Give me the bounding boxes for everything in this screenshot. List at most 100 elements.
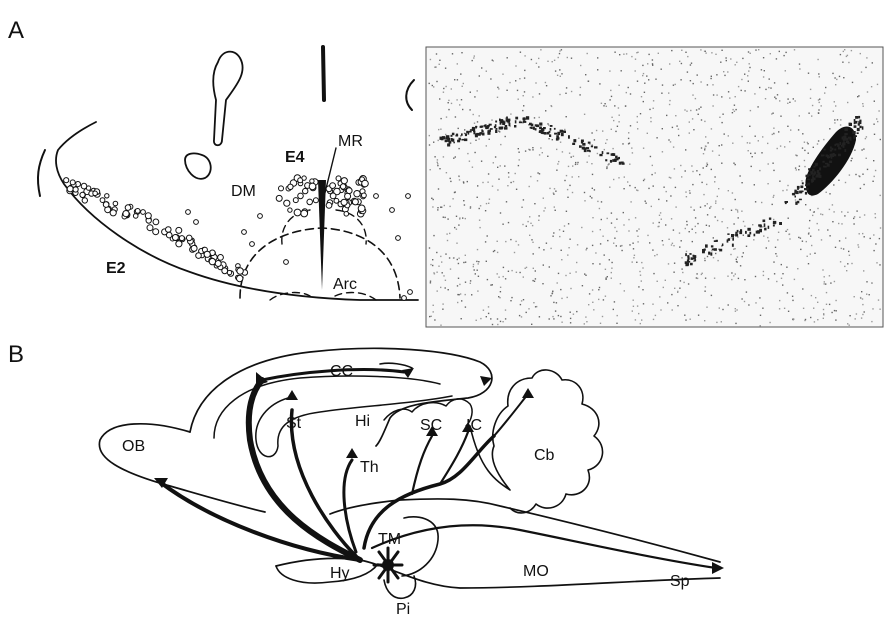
cell-marker: [294, 209, 301, 216]
cell-marker: [70, 180, 75, 185]
label-mo: MO: [523, 563, 549, 580]
cell-marker: [86, 186, 90, 190]
cell-marker: [186, 235, 192, 241]
panel-b: B: [8, 341, 724, 617]
cell-marker: [279, 186, 284, 191]
cell-marker: [310, 179, 314, 183]
panel-b-letter: B: [8, 341, 24, 368]
cell-marker: [362, 193, 367, 198]
projection-cortical-main: [249, 380, 360, 560]
section-left-bracket: [38, 150, 45, 196]
label-ob: OB: [122, 438, 145, 455]
label-tm: TM: [378, 531, 401, 548]
tm-star-icon: [374, 548, 402, 582]
cell-marker: [330, 183, 336, 189]
cell-marker: [215, 261, 221, 267]
cell-marker: [341, 199, 347, 205]
label-pi: Pi: [396, 601, 410, 617]
cell-marker: [250, 242, 255, 247]
cell-marker: [307, 199, 313, 205]
cell-marker: [390, 208, 395, 213]
arrow-cb: [522, 388, 534, 398]
panel-a-letter: A: [8, 17, 24, 44]
cell-marker: [176, 227, 182, 233]
label-sp: Sp: [670, 573, 690, 590]
cell-marker: [147, 225, 153, 231]
section-right-bracket: [406, 80, 414, 110]
cell-marker: [346, 188, 352, 194]
cell-marker: [194, 220, 199, 225]
cell-marker: [293, 198, 298, 203]
label-ic: IC: [466, 417, 482, 434]
cell-marker: [237, 275, 243, 281]
cell-marker: [153, 229, 159, 235]
cell-marker: [354, 191, 360, 197]
cell-marker: [396, 236, 401, 241]
cell-marker: [313, 198, 318, 203]
label-e2: E2: [106, 260, 126, 277]
cell-marker: [341, 178, 347, 184]
cell-marker: [110, 210, 116, 216]
cell-marker: [73, 187, 78, 192]
cell-marker: [222, 268, 228, 274]
cell-marker: [237, 268, 243, 274]
cell-marker: [176, 241, 182, 247]
ventricle-bulb: [213, 52, 242, 146]
cell-marker: [374, 194, 379, 199]
midline-bar: [323, 47, 324, 100]
cell-marker: [358, 205, 365, 212]
label-cb: Cb: [534, 447, 555, 464]
label-hi: Hi: [355, 413, 370, 430]
cell-marker: [67, 186, 73, 192]
cell-marker: [288, 184, 293, 189]
cell-marker: [166, 232, 172, 238]
pons-outline: [402, 517, 438, 576]
cell-marker: [309, 183, 316, 190]
arrow-sp: [712, 562, 724, 574]
projection-olfactory: [160, 482, 360, 560]
cell-marker: [330, 193, 336, 199]
hypothalamus-outline: [276, 564, 378, 583]
cell-marker: [80, 192, 85, 197]
cell-marker: [218, 255, 224, 261]
cell-marker: [191, 245, 197, 251]
cell-marker: [93, 191, 98, 196]
cell-marker: [196, 253, 202, 259]
projection-striatal: [291, 410, 356, 556]
cell-marker: [103, 202, 109, 208]
cell-marker: [303, 188, 308, 193]
label-dm: DM: [231, 183, 256, 200]
cell-marker: [362, 180, 369, 187]
label-st: St: [286, 415, 302, 432]
e2-cell-cluster: [64, 178, 248, 282]
cell-marker: [242, 230, 247, 235]
cell-marker: [64, 178, 69, 183]
in-situ-photomicrograph: [426, 47, 883, 327]
arrow-th: [346, 448, 358, 458]
cell-marker: [166, 227, 172, 233]
arrow-st: [286, 390, 298, 400]
label-mr: MR: [338, 133, 363, 150]
cell-marker: [284, 260, 289, 265]
hypothalamus-section-drawing: [38, 47, 418, 300]
cell-marker: [352, 199, 358, 205]
cell-marker: [284, 200, 290, 206]
cell-marker: [408, 290, 413, 295]
cell-marker: [133, 214, 138, 219]
projection-thalamic: [344, 460, 356, 552]
cell-marker: [302, 176, 306, 180]
label-cc: CC: [330, 363, 353, 380]
cell-marker: [172, 235, 178, 241]
cell-marker: [301, 210, 308, 217]
cell-marker: [288, 208, 292, 212]
panel-a: A: [8, 17, 883, 327]
cell-marker: [82, 198, 87, 203]
arcuate-outline: [240, 228, 400, 298]
cell-marker: [345, 193, 351, 199]
cell-marker: [145, 213, 151, 219]
cell-marker: [100, 198, 105, 203]
cell-marker: [123, 211, 129, 217]
cell-marker: [141, 210, 146, 215]
label-sc: SC: [420, 417, 442, 434]
